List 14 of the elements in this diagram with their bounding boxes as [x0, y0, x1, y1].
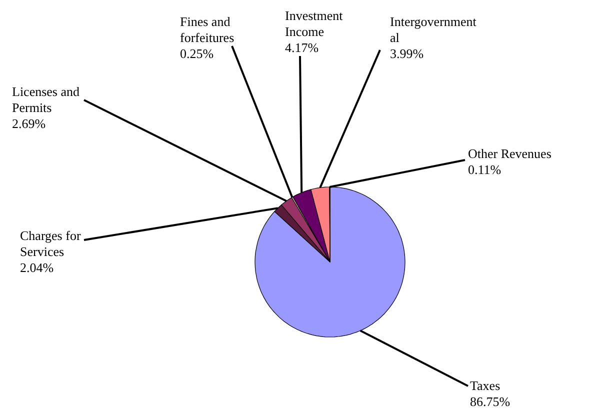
category-label: Other Revenues: [468, 146, 552, 162]
value-label: 3.99%: [390, 46, 425, 62]
category-label: Taxes: [470, 378, 502, 394]
category-label: Fines and forfeitures: [180, 14, 236, 46]
category-label: Intergovernmental: [390, 14, 478, 46]
category-label: Investment Income: [285, 8, 344, 40]
value-label: 0.11%: [468, 162, 502, 178]
category-label: Licenses and Permits: [12, 84, 81, 116]
value-label: 86.75%: [470, 394, 512, 410]
category-label: Charges for Services: [20, 228, 82, 260]
value-label: 2.04%: [20, 260, 55, 276]
value-label: 2.69%: [12, 116, 47, 132]
value-label: 4.17%: [285, 40, 320, 56]
value-label: 0.25%: [180, 46, 215, 62]
